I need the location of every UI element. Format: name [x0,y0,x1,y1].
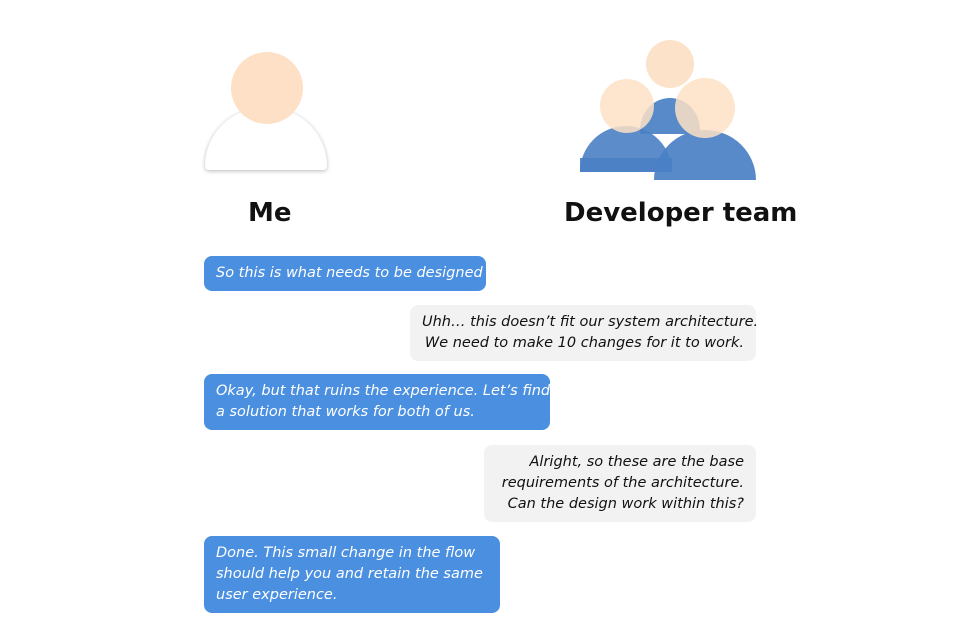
message-bubble-4: Alright, so these are the base requireme… [484,445,756,522]
message-line: So this is what needs to be designed [216,265,483,281]
message-bubble-5: Done. This small change in the flow shou… [204,536,500,613]
me-avatar-head [231,52,303,124]
message-bubble-2: Uhh… this doesn’t fit our system archite… [410,305,759,361]
message-line: should help you and retain the same [216,566,483,582]
message-line: requirements of the architecture. [501,475,744,491]
me-avatar-icon [205,52,329,174]
message-line: Done. This small change in the flow [216,545,476,561]
message-line: Uhh… this doesn’t fit our system archite… [422,314,759,330]
message-line: Alright, so these are the base [529,454,745,470]
message-line: Okay, but that ruins the experience. Let… [216,383,551,399]
message-line: user experience. [216,587,338,603]
message-bubble-3: Okay, but that ruins the experience. Let… [204,374,550,430]
message-line: a solution that works for both of us. [216,404,475,420]
message-line: We need to make 10 changes for it to wor… [424,335,744,351]
me-label: Me [248,198,292,228]
team-label: Developer team [564,198,798,228]
message-line: Can the design work within this? [507,496,744,512]
team-avatar-icon [578,38,760,184]
group-icon [580,40,756,180]
message-bubble-1: So this is what needs to be designed [204,256,486,291]
